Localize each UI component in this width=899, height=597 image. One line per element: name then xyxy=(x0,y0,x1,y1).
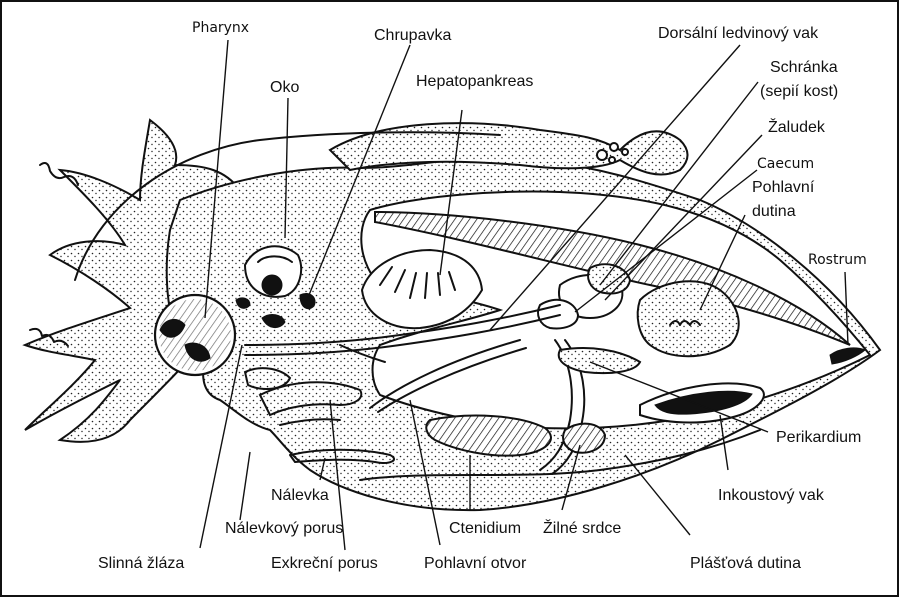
branchial-heart xyxy=(563,424,605,453)
label-salivary: Slinná žláza xyxy=(98,555,184,572)
tube-vesicle xyxy=(609,157,615,163)
label-dorsal-kidney: Dorsální ledvinový vak xyxy=(658,25,819,42)
leader-funnel-pore xyxy=(240,452,250,520)
tube-vesicle xyxy=(610,143,618,151)
label-rostrum: Rostrum xyxy=(808,252,867,268)
label-chrupavka: Chrupavka xyxy=(374,27,451,44)
label-zaludek: Žaludek xyxy=(768,117,826,136)
label-funnel: Nálevka xyxy=(271,487,329,504)
label-sepion: (sepií kost) xyxy=(760,83,838,100)
label-ctenidium: Ctenidium xyxy=(449,520,521,537)
label-perikardium: Perikardium xyxy=(776,429,861,446)
label-hepatopankreas: Hepatopankreas xyxy=(416,73,533,90)
label-gonad-1: Pohlavní xyxy=(752,179,815,196)
label-gonad-2: dutina xyxy=(752,203,796,220)
caecum-organ xyxy=(538,300,578,329)
label-funnel-pore: Nálevkový porus xyxy=(225,520,343,537)
gonad xyxy=(638,281,739,356)
eye-lens xyxy=(262,275,282,295)
label-genital-opening: Pohlavní otvor xyxy=(424,555,527,572)
label-oko: Oko xyxy=(270,79,299,96)
label-excretory-pore: Exkreční porus xyxy=(271,555,378,572)
tube-vesicle xyxy=(597,150,607,160)
label-venous-heart: Žilné srdce xyxy=(543,518,621,537)
label-ink-sac: Inkoustový vak xyxy=(718,487,825,504)
label-schranka: Schránka xyxy=(770,59,838,76)
label-pharynx: Pharynx xyxy=(192,20,249,36)
tube-vesicle xyxy=(622,149,628,155)
label-mantle-cavity: Plášťová dutina xyxy=(690,555,801,572)
label-caecum: Caecum xyxy=(757,156,814,172)
